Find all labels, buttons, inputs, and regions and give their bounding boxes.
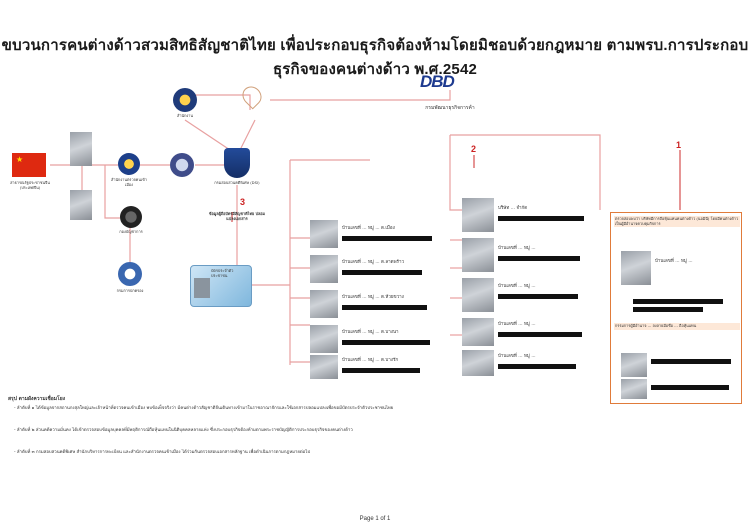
list-item: บ้านเลขที่ ... หมู่ ... bbox=[498, 354, 536, 359]
page-title: ขบวนการคนต่างด้าวสวมสิทธิสัญชาติไทย เพื่… bbox=[1, 37, 749, 78]
right-box-text: ตรวจสอบพบว่า บริษัทมีการถือหุ้นแทนคนต่าง… bbox=[614, 216, 740, 228]
person-photo bbox=[462, 278, 494, 312]
list-item: บ้านเลขที่ ... หมู่ ... bbox=[498, 284, 536, 289]
immigration-label: สำนักงานตรวจคนเข้าเมือง bbox=[111, 177, 147, 187]
step-number-3: 3 bbox=[240, 197, 246, 207]
list-item: บ้านเลขที่ ... หมู่ ... bbox=[655, 259, 693, 264]
right-column-box: ตรวจสอบพบว่า บริษัทมีการถือหุ้นแทนคนต่าง… bbox=[610, 212, 742, 404]
person-photo bbox=[310, 255, 338, 283]
list-item: บ้านเลขที่ ... หมู่ ... ต.ห้วยขวาง bbox=[342, 295, 404, 300]
person-photo bbox=[621, 353, 647, 377]
government-seal-icon bbox=[173, 88, 197, 112]
middle-column: บริษัท ... จำกัด บ้านเลขที่ ... หมู่ ...… bbox=[462, 198, 607, 378]
right-text-2: กรรมการผู้มีอำนาจ ... ลงลายมือชื่อ ... ถ… bbox=[614, 323, 740, 330]
person-photo bbox=[310, 325, 338, 353]
wing-label: กองบัญชาการ bbox=[119, 229, 143, 234]
person-photo bbox=[621, 379, 647, 399]
person-photo bbox=[621, 251, 651, 285]
person-photo bbox=[70, 132, 92, 166]
gear-seal-icon bbox=[120, 206, 142, 228]
dopa-label: กรมการปกครอง bbox=[116, 288, 144, 293]
id-card: บัตรประจำตัวประชาชน bbox=[190, 265, 252, 307]
list-item: บริษัท ... จำกัด bbox=[498, 206, 528, 211]
summary-title: สรุป ตามผังความเชื่อมโยง bbox=[8, 396, 66, 402]
step-number-1: 1 bbox=[676, 140, 682, 150]
immigration-seal-icon bbox=[118, 153, 140, 175]
step-3-label: ข้อมูลผู้ถือบัตรมีสัญชาติไทย ปลอมแปลงเอก… bbox=[208, 211, 266, 221]
list-item: บ้านเลขที่ ... หมู่ ... bbox=[498, 246, 536, 251]
page-footer: Page 1 of 1 bbox=[359, 516, 391, 522]
list-item: บ้านเลขที่ ... หมู่ ... ต.เมือง bbox=[342, 226, 395, 231]
step-number-2: 2 bbox=[471, 144, 477, 154]
list-item: บ้านเลขที่ ... หมู่ ... ต.ลาดพร้าว bbox=[342, 260, 405, 265]
list-item: บ้านเลขที่ ... หมู่ ... ต.บางรัก bbox=[342, 358, 399, 363]
person-photo bbox=[310, 290, 338, 318]
left-column: บ้านเลขที่ ... หมู่ ... ต.เมือง บ้านเลขท… bbox=[310, 220, 450, 380]
china-flag-icon: ★ bbox=[12, 153, 46, 177]
person-photo bbox=[462, 198, 494, 232]
china-label: สาธารณรัฐประชาชนจีน (ประเทศจีน) bbox=[10, 180, 50, 190]
dsi-shield-icon bbox=[224, 148, 250, 178]
summary-p3: - ลำดับที่ ๓ กรมสอบสวนคดีพิเศษ สำนักบริห… bbox=[14, 450, 311, 455]
gov-label: สำนักงาน bbox=[177, 113, 193, 118]
person-photo bbox=[462, 350, 494, 376]
person-photo bbox=[462, 318, 494, 346]
dbd-logo-icon: DBD bbox=[420, 72, 484, 92]
person-photo bbox=[310, 220, 338, 248]
person-photo bbox=[310, 355, 338, 379]
list-item: บ้านเลขที่ ... หมู่ ... bbox=[498, 322, 536, 327]
list-item: บ้านเลขที่ ... หมู่ ... ต.บางนา bbox=[342, 330, 399, 335]
dbd-label: กรมพัฒนาธุรกิจการค้า bbox=[425, 105, 475, 111]
person-photo bbox=[462, 238, 494, 272]
summary-p1: - ลำดับที่ ๑ ได้ข้อมูลจากสถานกงสุลใหญ่แล… bbox=[14, 406, 394, 411]
id-card-label: บัตรประจำตัวประชาชน bbox=[211, 268, 234, 278]
person-photo bbox=[70, 190, 92, 220]
dopa-seal-icon bbox=[118, 262, 142, 286]
summary-p2: - ลำดับที่ ๒ ส่วนคดีความมั่นคง ได้เข้าตร… bbox=[14, 428, 353, 433]
dbd-logo-text: DBD bbox=[420, 72, 455, 91]
elephant-seal-icon bbox=[170, 153, 194, 177]
center-label: กรมสอบสวนคดีพิเศษ (DSI) bbox=[214, 180, 260, 185]
